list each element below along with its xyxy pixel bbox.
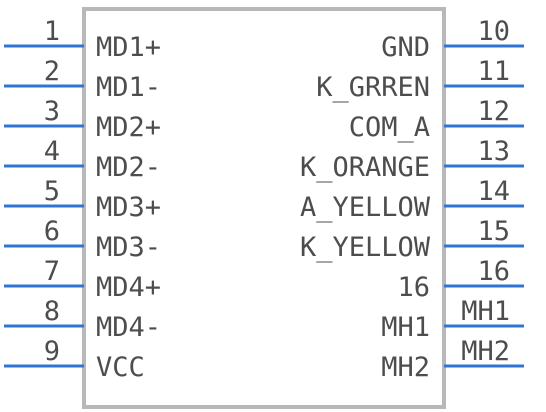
pin-name-mh1: MH1 <box>381 312 430 343</box>
pin-name-4: MD2- <box>96 152 161 183</box>
pin-number-12: 12 <box>477 96 510 127</box>
pin-number-4: 4 <box>44 136 60 167</box>
pin-name-5: MD3+ <box>96 192 161 223</box>
pin-name-2: MD1- <box>96 72 161 103</box>
pin-name-16: 16 <box>397 272 430 303</box>
pin-number-8: 8 <box>44 296 60 327</box>
pin-name-mh2: MH2 <box>381 352 430 383</box>
pin-number-11: 11 <box>477 56 510 87</box>
pin-number-1: 1 <box>44 16 60 47</box>
pin-name-gnd: GND <box>381 32 430 63</box>
pin-name-8: MD4- <box>96 312 161 343</box>
pin-name-7: MD4+ <box>96 272 161 303</box>
pin-name-k-orange: K_ORANGE <box>300 152 430 183</box>
pin-number-16: 16 <box>477 256 510 287</box>
pin-number-mh1: MH1 <box>461 296 510 327</box>
pin-name-3: MD2+ <box>96 112 161 143</box>
pin-number-7: 7 <box>44 256 60 287</box>
pin-number-5: 5 <box>44 176 60 207</box>
pin-name-k-yellow: K_YELLOW <box>300 232 431 263</box>
pin-name-1: MD1+ <box>96 32 161 63</box>
pin-number-mh2: MH2 <box>461 336 510 367</box>
pin-number-14: 14 <box>477 176 510 207</box>
component-body <box>82 7 446 409</box>
pin-name-com-a: COM_A <box>349 112 430 143</box>
pin-number-10: 10 <box>477 16 510 47</box>
pin-number-6: 6 <box>44 216 60 247</box>
pin-name-6: MD3- <box>96 232 161 263</box>
pin-number-9: 9 <box>44 336 60 367</box>
pin-number-13: 13 <box>477 136 510 167</box>
pin-number-15: 15 <box>477 216 510 247</box>
pin-number-3: 3 <box>44 96 60 127</box>
pin-name-a-yellow: A_YELLOW <box>300 192 431 223</box>
pin-number-2: 2 <box>44 56 60 87</box>
pin-name-9: VCC <box>96 352 145 383</box>
pin-name-k-grren: K_GRREN <box>316 72 430 103</box>
